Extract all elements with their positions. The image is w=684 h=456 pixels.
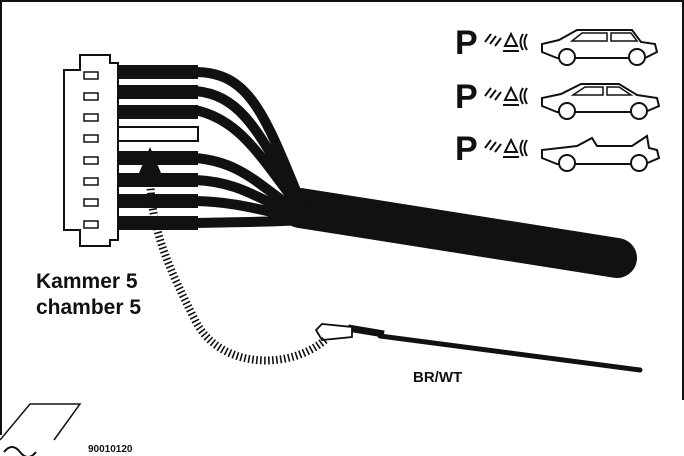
connector-housing [63, 54, 199, 247]
chamber-label-de: Kammer 5 [36, 270, 138, 293]
chamber-slot-8 [83, 220, 99, 229]
chamber-slot-6 [83, 177, 99, 186]
parking-p-symbol: P [455, 24, 478, 62]
corner-scribble [3, 446, 37, 456]
parking-p-symbol: P [455, 78, 478, 116]
vehicle-list: P P [455, 24, 661, 172]
wire-entry-7 [118, 194, 198, 208]
pin-terminal [314, 323, 353, 341]
wire-entry-2 [118, 85, 198, 99]
wire-entry-3 [118, 105, 198, 119]
empty-chamber-entry [117, 126, 199, 142]
loose-wire [314, 323, 643, 373]
chamber-slot-3 [83, 113, 99, 122]
chamber-label-en: chamber 5 [36, 296, 141, 319]
wire-entry-1 [118, 65, 198, 79]
wire-entry-8 [118, 216, 198, 230]
chamber-slot-7 [83, 198, 99, 207]
sensor-warning-icon [484, 85, 528, 106]
wire-color-label: BR/WT [413, 369, 462, 386]
wire-entry-5 [118, 151, 198, 165]
vehicle-row-3: P [455, 130, 661, 172]
insertion-arrow-head [136, 147, 164, 180]
chamber-slot-5 [83, 156, 99, 165]
vehicle-row-2: P [455, 78, 661, 120]
chamber-slot-2 [83, 92, 99, 101]
convertible-car-icon [541, 134, 661, 172]
sedan-car-icon [541, 83, 661, 120]
page-corner-fold [0, 403, 82, 441]
page-border [0, 0, 684, 435]
chamber-slot-4 [83, 134, 99, 143]
sensor-warning-icon [484, 137, 528, 158]
part-number: 90010120 [88, 444, 133, 455]
parking-p-symbol: P [455, 130, 478, 168]
sensor-warning-icon [484, 31, 528, 52]
hatchback-car-icon [541, 29, 659, 66]
cable-bundle [193, 67, 637, 278]
chamber-slot-1 [83, 71, 99, 80]
vehicle-row-1: P [455, 24, 659, 66]
